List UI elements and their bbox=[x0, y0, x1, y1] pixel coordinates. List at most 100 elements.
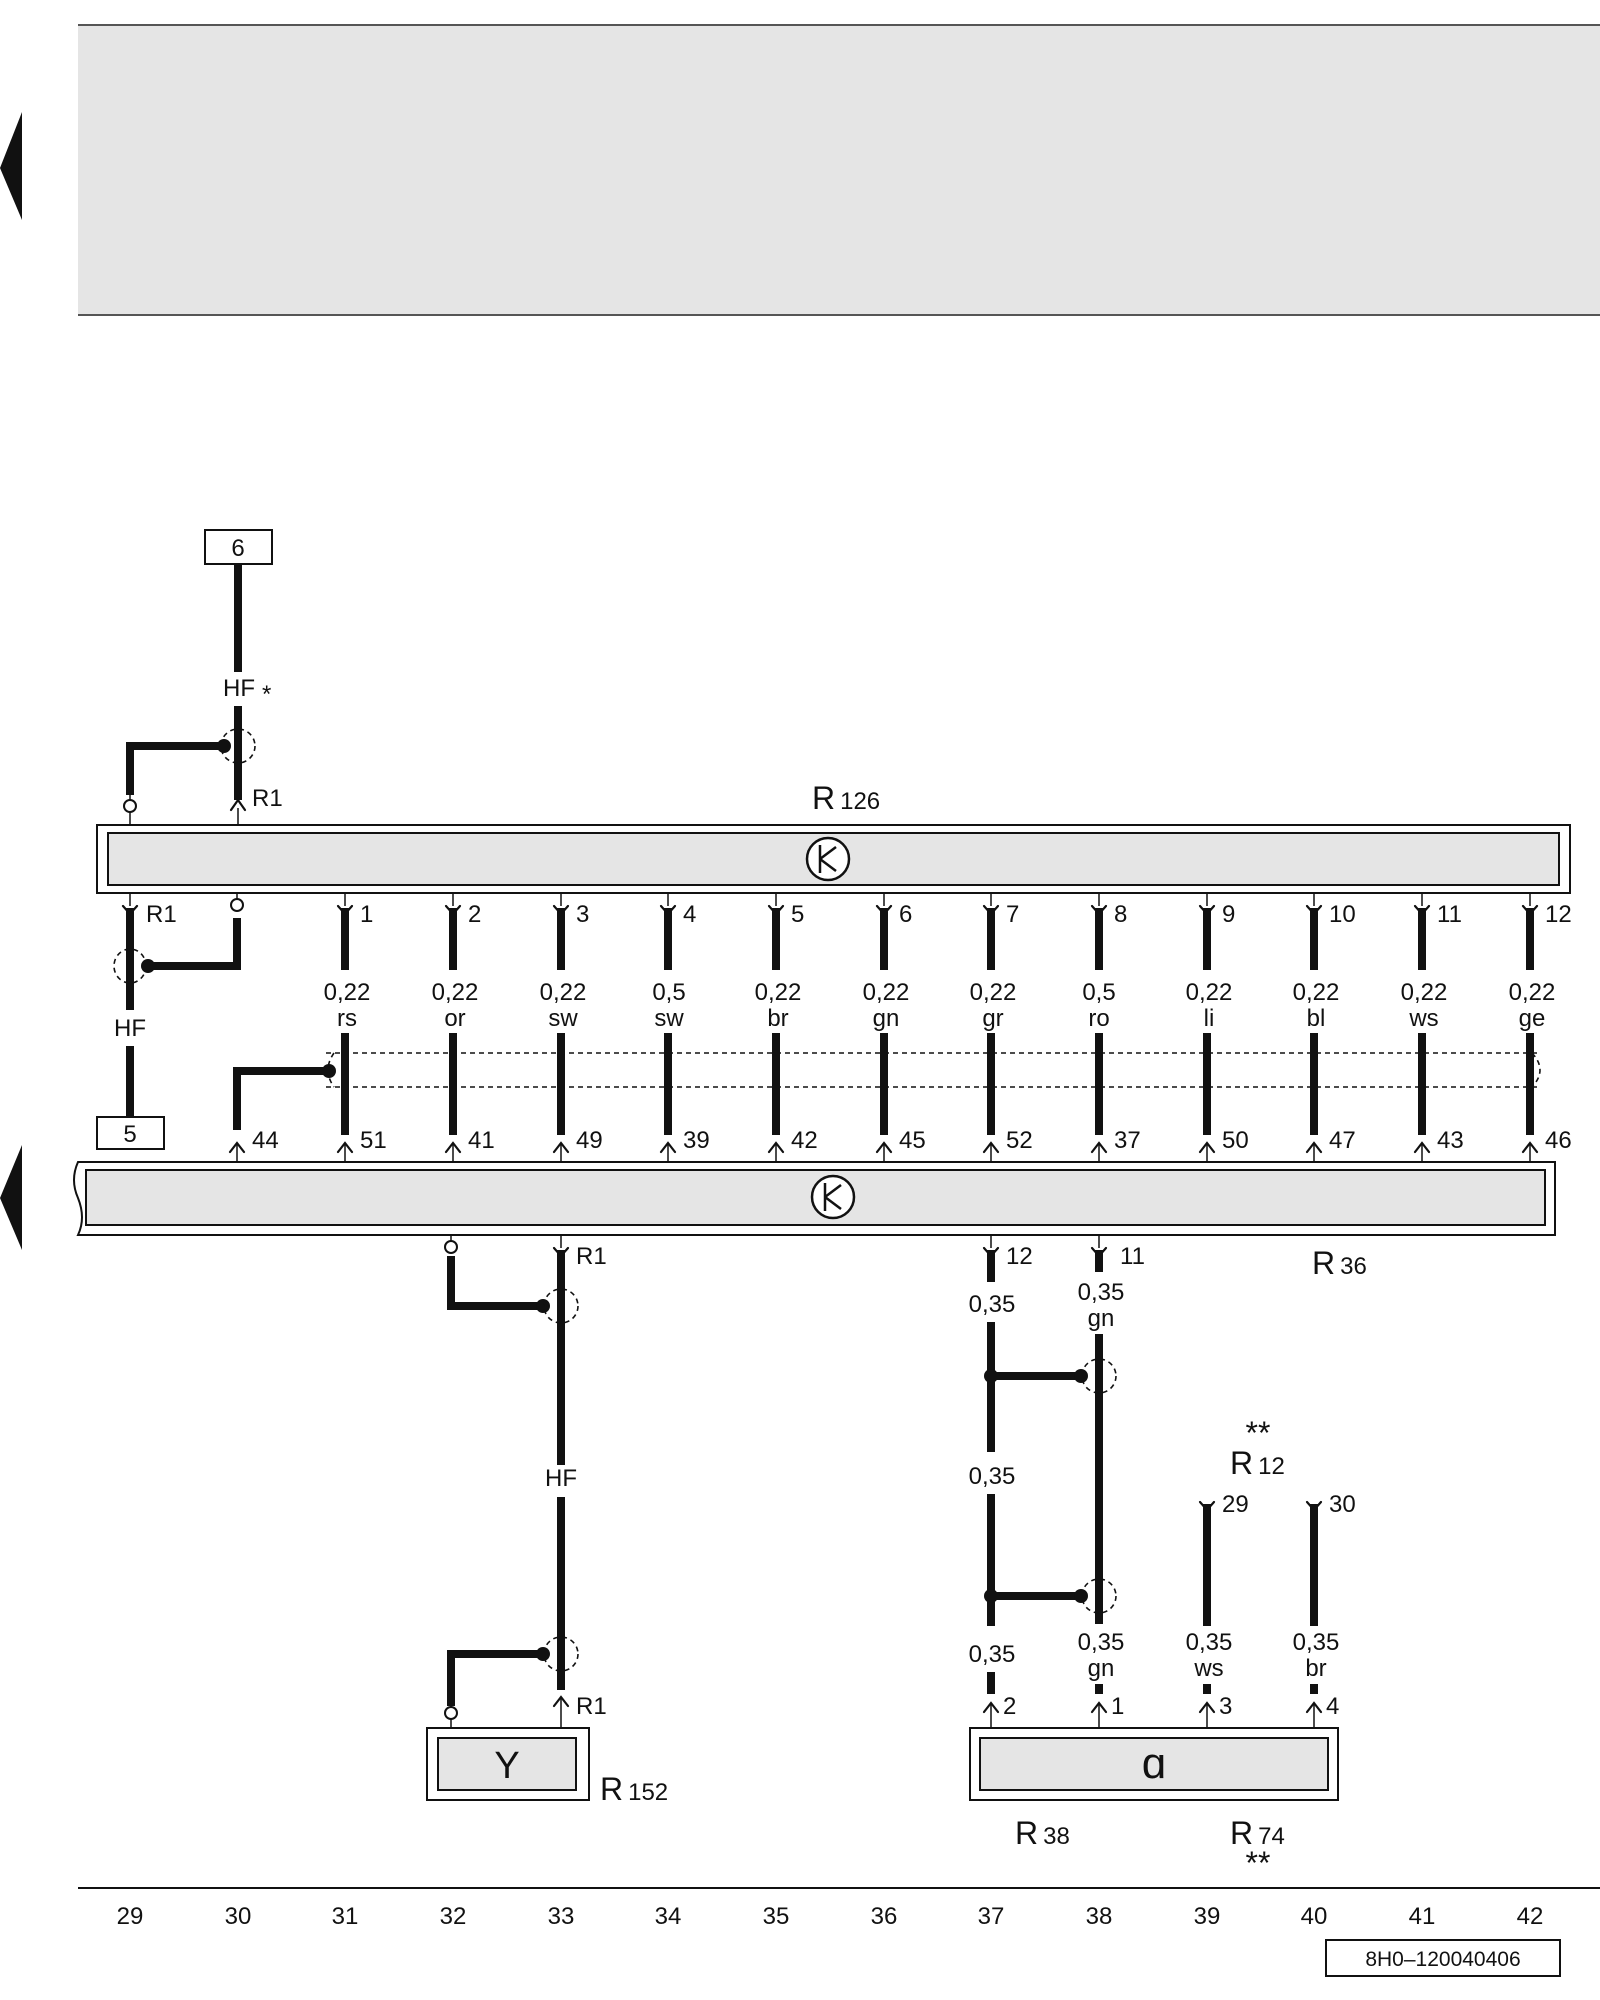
grid-numbers: 29 30 31 32 33 34 35 36 37 38 39 40 41 4… bbox=[117, 1903, 1544, 1930]
r36-pin-44: 44 bbox=[252, 1127, 279, 1154]
wire-2: 2 0,22 or 41 bbox=[432, 893, 495, 1162]
wire-11: 11 0,22 ws 43 bbox=[1401, 893, 1464, 1162]
hf-label-left: HF bbox=[114, 1015, 146, 1042]
r126-pin: 9 bbox=[1222, 901, 1235, 928]
ref-box-top[interactable] bbox=[204, 529, 273, 565]
grid-number: 38 bbox=[1086, 1903, 1113, 1930]
grid-number: 32 bbox=[440, 1903, 467, 1930]
gauge-11-bot: 0,35 bbox=[1078, 1629, 1125, 1656]
wire-gauge: 0,22 bbox=[1401, 979, 1448, 1006]
color-r12-30: br bbox=[1305, 1655, 1326, 1682]
wire-gauge: 0,5 bbox=[652, 979, 685, 1006]
r1-label-top: R1 bbox=[252, 785, 283, 812]
r1-label-r152: R1 bbox=[576, 1693, 607, 1720]
grid-number: 36 bbox=[871, 1903, 898, 1930]
grid-number: 34 bbox=[655, 1903, 682, 1930]
wire-5: 5 0,22 br 42 bbox=[755, 893, 818, 1162]
r36-pin: 49 bbox=[576, 1127, 603, 1154]
r36-pin: 43 bbox=[1437, 1127, 1464, 1154]
wire-gauge: 0,22 bbox=[1509, 979, 1556, 1006]
wire-gauge: 0,22 bbox=[970, 979, 1017, 1006]
r36-pin: 41 bbox=[468, 1127, 495, 1154]
wire-color: sw bbox=[548, 1005, 578, 1032]
wire-gauge: 0,22 bbox=[755, 979, 802, 1006]
wire-color: br bbox=[767, 1005, 788, 1032]
mic-wires: 12 0,35 0,35 0,35 2 11 0,35 gn 0,35 gn 1 bbox=[969, 1235, 1356, 1728]
color-11-top: gn bbox=[1088, 1305, 1115, 1332]
r36-pin: 51 bbox=[360, 1127, 387, 1154]
grid-number: 41 bbox=[1409, 1903, 1436, 1930]
r36-pin-12: 12 bbox=[1006, 1243, 1033, 1270]
hf-star: * bbox=[262, 681, 271, 708]
wire-color: gr bbox=[982, 1005, 1003, 1032]
grid-number: 35 bbox=[763, 1903, 790, 1930]
r74-note: ** bbox=[1246, 1845, 1271, 1881]
gauge-r12-29: 0,35 bbox=[1186, 1629, 1233, 1656]
r36-pin: 50 bbox=[1222, 1127, 1249, 1154]
doc-code: 8H0–120040406 bbox=[1365, 1948, 1520, 1971]
antenna-icon: Y bbox=[494, 1745, 519, 1787]
r126-pin: 4 bbox=[683, 901, 696, 928]
component-r36 bbox=[73, 1161, 1556, 1236]
grid-number: 42 bbox=[1517, 1903, 1544, 1930]
r126-pin: 12 bbox=[1545, 901, 1572, 928]
amplifier-icon bbox=[810, 1174, 856, 1220]
gauge-11-top: 0,35 bbox=[1078, 1279, 1125, 1306]
page-arrow-top[interactable] bbox=[0, 112, 22, 220]
r12-pin-29: 29 bbox=[1222, 1491, 1249, 1518]
r36-pin: 37 bbox=[1114, 1127, 1141, 1154]
wire-gauge: 0,22 bbox=[1293, 979, 1340, 1006]
r36-pin: 47 bbox=[1329, 1127, 1356, 1154]
component-r126 bbox=[96, 824, 1571, 894]
r36-pin-11: 11 bbox=[1120, 1243, 1145, 1270]
wire-gauge: 0,5 bbox=[1082, 979, 1115, 1006]
grid-number: 37 bbox=[978, 1903, 1005, 1930]
r126-pin: 8 bbox=[1114, 901, 1127, 928]
r126-pin: 6 bbox=[899, 901, 912, 928]
r1-label-left: R1 bbox=[146, 901, 177, 928]
grid-number: 40 bbox=[1301, 1903, 1328, 1930]
page-arrow-bottom[interactable] bbox=[0, 1145, 22, 1250]
grid-number: 31 bbox=[332, 1903, 359, 1930]
r38-pin-1: 1 bbox=[1111, 1693, 1124, 1720]
r74-pin-4: 4 bbox=[1326, 1693, 1339, 1720]
ref-top-number: 6 bbox=[231, 535, 244, 562]
r126-pin: 1 bbox=[360, 901, 373, 928]
header-panel bbox=[78, 25, 1600, 315]
wire-8: 8 0,5 ro 37 bbox=[1082, 893, 1141, 1162]
wire-1: 1 0,22 rs 51 bbox=[324, 893, 387, 1162]
r12-pin-30: 30 bbox=[1329, 1491, 1356, 1518]
r12-note: ** bbox=[1246, 1415, 1271, 1451]
wire-color: or bbox=[444, 1005, 465, 1032]
ref-box-bottom[interactable] bbox=[96, 1116, 165, 1150]
wire-gauge: 0,22 bbox=[863, 979, 910, 1006]
r36-pin: 39 bbox=[683, 1127, 710, 1154]
ref-bottom-number: 5 bbox=[123, 1121, 136, 1148]
grid-number: 39 bbox=[1194, 1903, 1221, 1930]
color-r12-29: ws bbox=[1193, 1655, 1223, 1682]
grid-number: 29 bbox=[117, 1903, 144, 1930]
grid-number: 30 bbox=[225, 1903, 252, 1930]
doc-code-box bbox=[1325, 1939, 1561, 1977]
r126-pin: 10 bbox=[1329, 901, 1356, 928]
wire-color: ge bbox=[1519, 1005, 1546, 1032]
r126-pin: 3 bbox=[576, 901, 589, 928]
wire-gauge: 0,22 bbox=[432, 979, 479, 1006]
gauge-r12-30: 0,35 bbox=[1293, 1629, 1340, 1656]
wire-7: 7 0,22 gr 52 bbox=[970, 893, 1033, 1162]
wire-9: 9 0,22 li 50 bbox=[1186, 893, 1249, 1162]
wire-10: 10 0,22 bl 47 bbox=[1293, 893, 1356, 1162]
antenna-wire: R1 HF R1 bbox=[444, 1235, 607, 1728]
wire-gauge: 0,22 bbox=[1186, 979, 1233, 1006]
r36-pin: 52 bbox=[1006, 1127, 1033, 1154]
gauge-12-mid: 0,35 bbox=[969, 1463, 1016, 1490]
microphone-icon: ɑ bbox=[1142, 1739, 1166, 1788]
wire-3: 3 0,22 sw 49 bbox=[540, 893, 603, 1162]
r126-pin: 5 bbox=[791, 901, 804, 928]
wire-4: 4 0,5 sw 39 bbox=[652, 893, 710, 1162]
